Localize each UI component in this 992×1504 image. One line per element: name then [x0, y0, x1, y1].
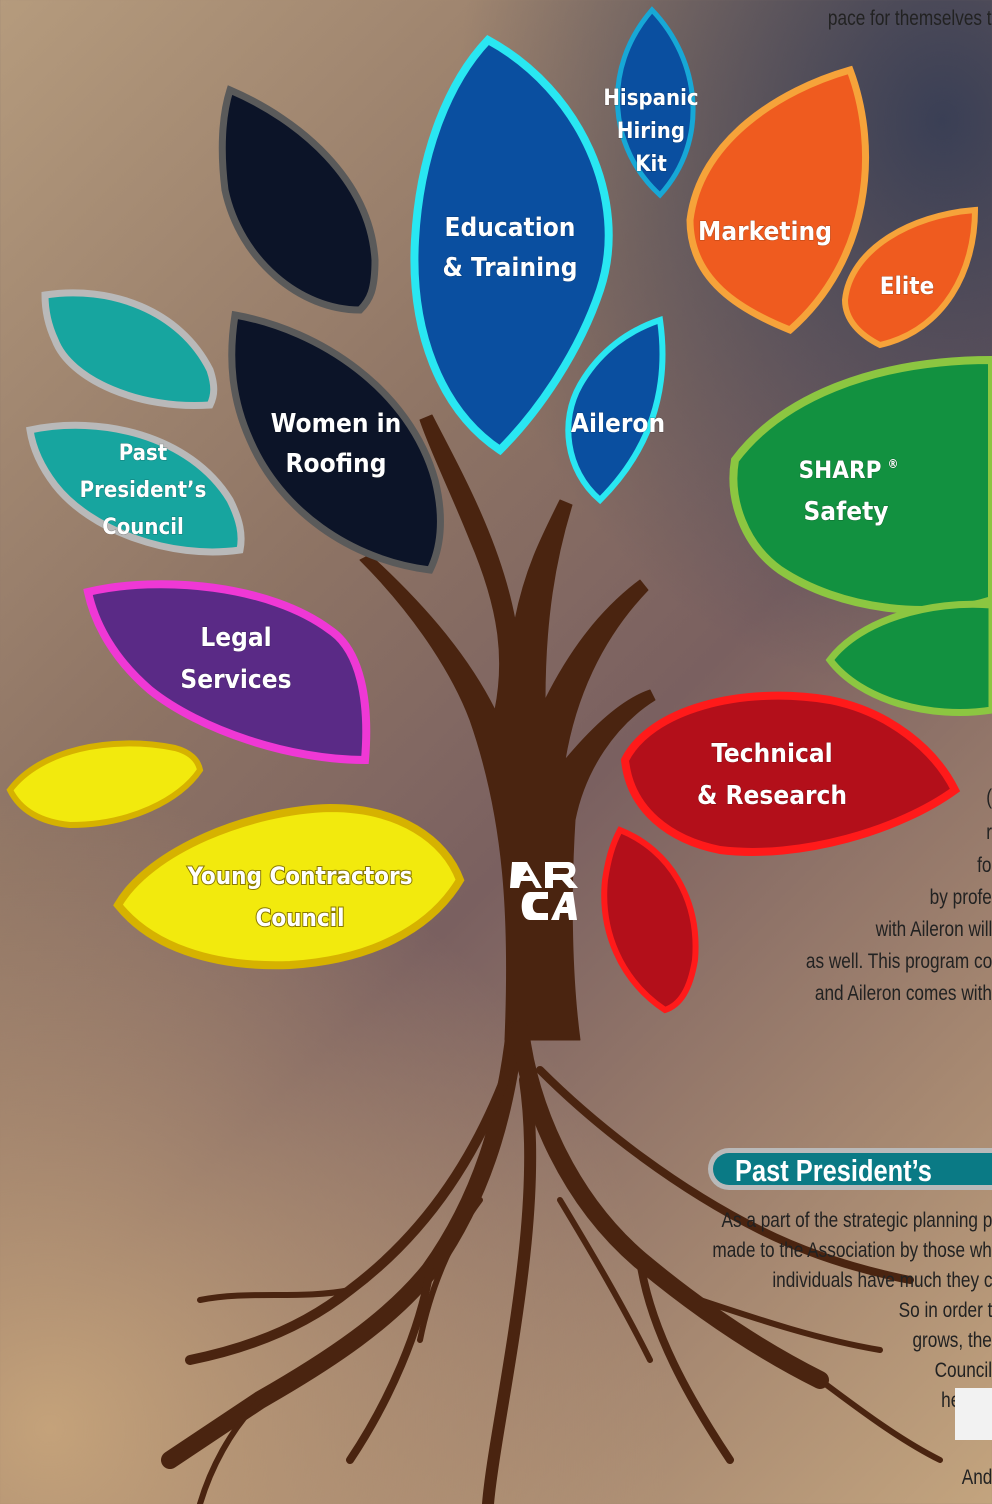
aileron-text-line-4: by profe	[929, 886, 992, 909]
pp-text-line-1: As a part of the strategic planning p	[721, 1209, 992, 1232]
education-line-1: Education	[445, 213, 576, 243]
pp-text-line-3: individuals have much they c	[771, 1269, 992, 1292]
intro-text: pace for themselves t	[828, 7, 992, 30]
leaf-navy-top	[218, 85, 379, 314]
aileron-text-line-2: r	[986, 821, 992, 844]
elite-label: Elite	[880, 272, 935, 300]
hispanic-line-3: Kit	[635, 152, 667, 177]
pp-text-line-5: grows, the	[912, 1329, 992, 1352]
pp-text-line-4: So in order t	[898, 1299, 992, 1322]
footer-text: And	[961, 1466, 992, 1489]
past-presidents-heading-banner: Past President’s	[708, 1148, 992, 1190]
legal-line-2: Services	[180, 665, 291, 695]
leaf-elite: Elite	[841, 206, 979, 349]
legal-line-1: Legal	[200, 623, 271, 653]
aileron-label: Aileron	[571, 409, 665, 439]
ppc-line-1: Past	[119, 441, 168, 466]
ppc-line-3: Council	[102, 515, 184, 540]
young-line-1: Young Contractors	[186, 862, 412, 890]
pp-text-line-2: made to the Association by those wh	[712, 1239, 992, 1262]
marketing-label: Marketing	[698, 217, 832, 247]
aileron-text-line-6: as well. This program co	[805, 950, 992, 973]
past-presidents-heading: Past President’s	[735, 1153, 932, 1188]
leaf-red-small	[601, 826, 699, 1014]
aileron-text-line-1: (	[986, 786, 992, 809]
technical-line-2: & Research	[697, 781, 847, 811]
aileron-text-line-5: with Aileron will	[875, 918, 992, 941]
arca-logo	[510, 862, 578, 920]
pp-text-line-6: Council	[934, 1359, 992, 1382]
leaf-legal-services: Legal Services	[83, 580, 371, 765]
sharp-line-2: Safety	[803, 497, 888, 527]
leaf-technical-research: Technical & Research	[620, 691, 961, 856]
leaf-marketing: Marketing	[686, 65, 870, 335]
women-line-1b: Roofing	[286, 449, 387, 479]
young-line-2: Council	[255, 904, 344, 932]
leaf-young-contractors-council: Young Contractors Council	[113, 803, 465, 970]
leaf-aileron: Aileron	[565, 316, 666, 505]
sharp-line-1: SHARP	[799, 456, 882, 484]
aileron-text-line-3: fo	[977, 854, 992, 877]
leaf-yellow-small	[6, 740, 204, 829]
side-panel-block	[955, 1388, 992, 1440]
aileron-text-line-7: and Aileron comes with	[814, 982, 992, 1005]
leaf-education-training: Education & Training	[410, 35, 613, 456]
tree-trunk	[161, 414, 943, 1504]
sharp-registered-mark: ®	[888, 457, 899, 471]
leaf-teal-top	[41, 289, 218, 410]
leaf-women-in-roofing: Women in Roofing	[228, 310, 444, 574]
education-line-2: & Training	[442, 253, 577, 283]
hispanic-line-2: Hiring	[617, 119, 685, 144]
technical-line-1: Technical	[711, 739, 832, 769]
leaf-sharp-safety: SHARP ® Safety	[729, 355, 992, 614]
leaf-past-presidents-council: Past President’s Council	[26, 421, 245, 556]
women-line-1: Women in	[271, 409, 402, 439]
hispanic-line-1: Hispanic	[603, 86, 698, 111]
leaf-green-small	[825, 600, 992, 716]
leaf-hispanic-hiring-kit: Hispanic Hiring Kit	[603, 6, 699, 199]
ppc-line-2: President’s	[80, 478, 207, 503]
